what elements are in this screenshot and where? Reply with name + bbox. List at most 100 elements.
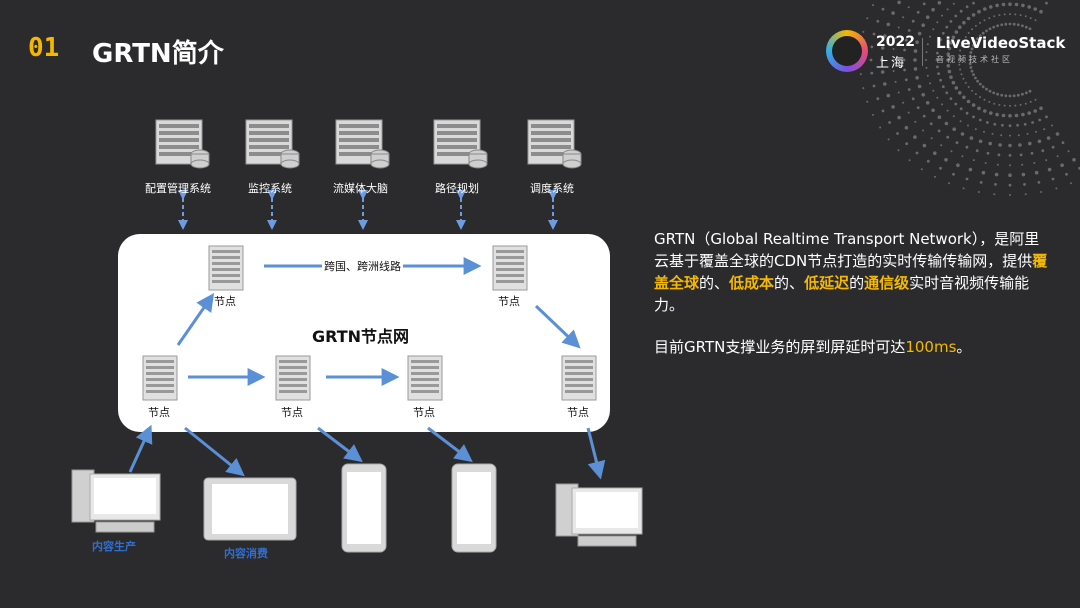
- decor-dot: [946, 64, 951, 68]
- decor-dot: [998, 14, 1001, 17]
- decor-dot: [983, 98, 986, 101]
- decor-dot: [952, 172, 955, 176]
- decor-dot: [967, 86, 970, 88]
- decor-dot: [1003, 104, 1006, 107]
- highlight-text: 覆盖全球: [654, 252, 1048, 292]
- decor-dot: [981, 170, 986, 175]
- decor-dot: [886, 22, 891, 27]
- decor-dot: [970, 47, 974, 51]
- decor-dot: [911, 19, 915, 23]
- decor-dot: [960, 132, 965, 136]
- logo-year: 2022: [876, 34, 915, 50]
- decor-dot: [964, 81, 967, 84]
- decor-dot: [949, 97, 953, 100]
- decor-dot: [925, 101, 930, 105]
- decor-dot: [954, 30, 959, 34]
- decor-dot: [866, 100, 869, 103]
- decor-dot: [959, 49, 962, 52]
- network-title: GRTN节点网: [312, 327, 410, 346]
- decor-dot: [1000, 134, 1003, 137]
- decor-dot: [995, 3, 999, 8]
- decor-dot: [993, 122, 997, 126]
- decor-dot: [1023, 122, 1027, 126]
- node-label: 节点: [413, 406, 435, 419]
- decor-dot: [1051, 145, 1055, 149]
- decor-dot: [1031, 121, 1034, 124]
- decor-dot: [1008, 124, 1012, 128]
- decor-dot: [996, 92, 999, 96]
- decor-dot: [988, 17, 991, 20]
- decor-dot: [907, 6, 910, 9]
- decor-dot: [977, 9, 981, 14]
- decor-dot: [937, 44, 940, 48]
- decor-dot: [911, 97, 915, 101]
- decor-dot: [958, 25, 962, 30]
- decor-dot: [954, 102, 958, 106]
- decor-dot: [931, 7, 935, 12]
- decor-dot: [921, 23, 925, 28]
- decor-dot: [1014, 2, 1019, 7]
- decor-dot: [1009, 164, 1011, 167]
- decor-dot: [1008, 143, 1012, 148]
- decor-dot: [992, 25, 996, 29]
- decor-dot: [1019, 103, 1022, 106]
- decor-dot: [1055, 187, 1058, 190]
- decor-dot: [989, 5, 993, 9]
- desc-text: 的: [849, 274, 865, 292]
- decor-dot: [859, 73, 862, 76]
- decor-dot: [1021, 24, 1024, 28]
- brand-name: LiveVideoStack: [936, 34, 1066, 52]
- decor-dot: [993, 193, 996, 196]
- decor-dot: [902, 58, 906, 62]
- decor-dot: [971, 28, 974, 31]
- decor-dot: [1030, 151, 1034, 155]
- decor-dot: [1012, 94, 1016, 98]
- decor-dot: [1009, 13, 1011, 16]
- decor-dot: [939, 38, 942, 42]
- decor-dot: [988, 89, 992, 93]
- decor-dot: [969, 136, 974, 140]
- decor-dot: [974, 76, 977, 80]
- decor-dot: [1014, 113, 1019, 118]
- decor-dot: [1060, 163, 1064, 167]
- decor-dot: [972, 115, 975, 119]
- decor-dot: [959, 107, 963, 111]
- decor-dot: [962, 95, 966, 100]
- decor-dot: [983, 130, 985, 133]
- decor-dot: [939, 78, 942, 82]
- decor-dot: [1008, 114, 1012, 118]
- decor-dot: [917, 84, 922, 89]
- decor-dot: [983, 7, 987, 11]
- decor-dot: [915, 151, 919, 155]
- decor-dot: [962, 187, 965, 190]
- decor-dot: [897, 115, 901, 120]
- decor-dot: [992, 91, 996, 95]
- decor-dot: [916, 10, 920, 14]
- decor-dot: [1028, 27, 1032, 31]
- desc-text: 实时音视频传输能力。: [654, 274, 1030, 314]
- decor-dot: [922, 143, 927, 148]
- decor-dot: [964, 36, 967, 38]
- decor-dot: [891, 11, 895, 15]
- decor-dot: [996, 163, 999, 166]
- decor-dot: [965, 5, 969, 9]
- decor-dot: [962, 40, 965, 43]
- decor-dot: [954, 86, 959, 90]
- decor-dot: [1045, 115, 1048, 119]
- decor-dot: [886, 93, 891, 98]
- decor-dot: [1008, 94, 1012, 98]
- decor-dot: [958, 91, 962, 95]
- decor-dot: [936, 65, 939, 69]
- decor-dot: [907, 29, 911, 32]
- decor-dot: [958, 63, 961, 66]
- decor-dot: [998, 103, 1001, 106]
- decor-dot: [978, 82, 982, 86]
- decor-dot: [1034, 98, 1037, 101]
- decor-dot: [903, 68, 906, 72]
- decor-dot: [956, 163, 960, 167]
- decor-dot: [891, 105, 895, 109]
- decor-dot: [1040, 191, 1043, 193]
- decor-dot: [1027, 5, 1031, 9]
- decor-dot: [872, 84, 876, 88]
- decor-dot: [1047, 167, 1052, 172]
